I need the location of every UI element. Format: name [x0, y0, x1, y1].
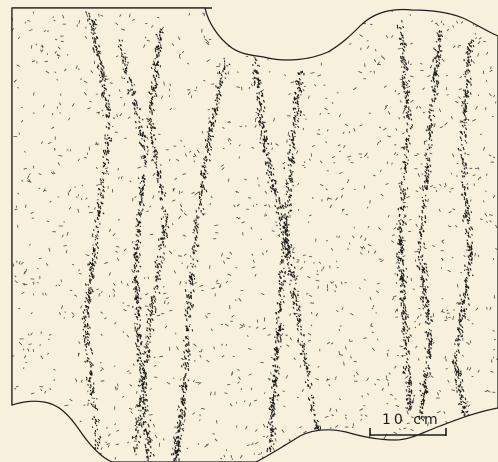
scale-bar-label: 10 cm [382, 412, 441, 428]
outcrop-outline [12, 8, 498, 462]
